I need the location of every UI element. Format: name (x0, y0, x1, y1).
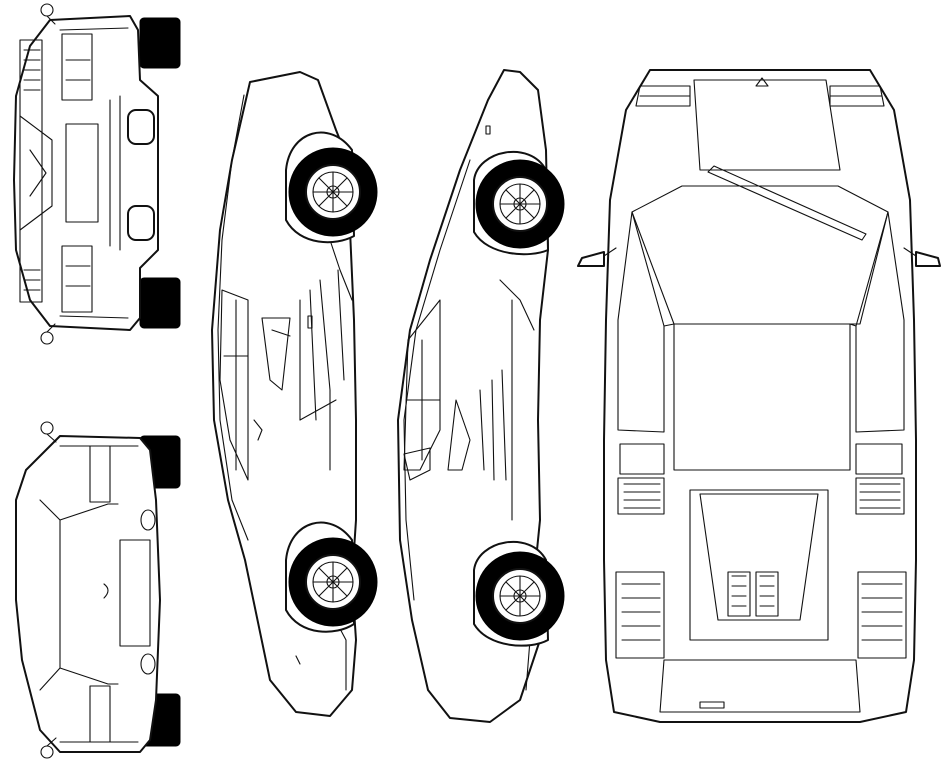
right-side-view (397, 69, 565, 723)
top-front-badge (755, 77, 769, 87)
top-front-lamp-right (829, 85, 885, 107)
top-engine-cover (689, 489, 829, 641)
top-rear-plate (699, 701, 725, 709)
top-right-rear-vent (857, 571, 907, 659)
top-view (577, 69, 941, 723)
top-left-mirror (577, 251, 605, 267)
front-lamp-top (140, 509, 156, 531)
top-engine-louvre-left (727, 571, 751, 617)
exhaust-bottom (127, 205, 155, 241)
top-rear-deck (659, 659, 861, 713)
side2-intake (403, 447, 431, 481)
mirror-top-front (40, 421, 54, 435)
top-body-outline (603, 69, 917, 723)
rear-tire-top (139, 17, 181, 69)
top-engine-louvre-right (755, 571, 779, 617)
top-left-rear-vent (615, 571, 665, 659)
front-hood-panel (119, 539, 151, 647)
top-roof (673, 323, 851, 471)
front-intake-top (89, 445, 111, 503)
top-right-mirror (915, 251, 941, 267)
top-right-vent (855, 477, 905, 515)
front-lamp-bottom (140, 653, 156, 675)
top-left-vent (617, 477, 665, 515)
side1-intake (261, 317, 291, 391)
front-view (15, 421, 181, 759)
mirror-bottom-front (40, 745, 54, 759)
side1-roofline (217, 94, 249, 541)
rear-deck-grille (19, 39, 43, 303)
left-side-view (211, 71, 378, 717)
exhaust-top (127, 109, 155, 145)
side2-marker (485, 125, 491, 135)
rear-panel (65, 123, 99, 223)
side1-marker (307, 315, 313, 329)
rear-body-outline (13, 15, 159, 331)
side1-window (219, 289, 249, 481)
front-intake-bottom (89, 685, 111, 743)
rear-lamp-bottom (61, 245, 93, 313)
top-hood (693, 79, 841, 171)
rear-tire-bottom (139, 277, 181, 329)
top-right-side-window (855, 443, 903, 475)
front-body-outline (15, 435, 161, 753)
rear-wedge (19, 115, 53, 231)
side2-roofline (403, 159, 471, 601)
front-badge (103, 583, 109, 599)
top-left-side-window (619, 443, 665, 475)
top-wiper (707, 165, 867, 241)
top-front-lamp-left (635, 85, 691, 107)
rear-lamp-top (61, 33, 93, 101)
mirror-top-rear (40, 3, 54, 17)
rear-view (13, 3, 181, 345)
mirror-bottom-rear (40, 331, 54, 345)
